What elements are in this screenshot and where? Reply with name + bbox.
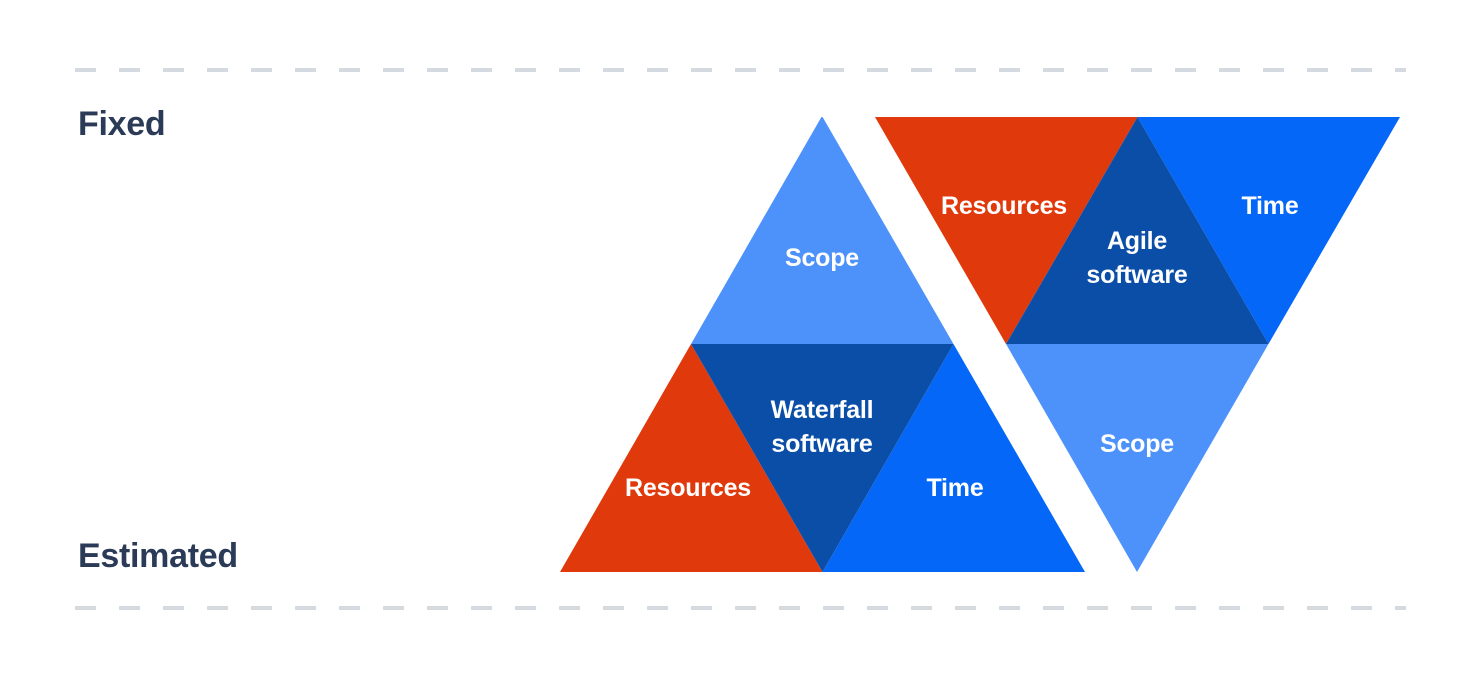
waterfall-label-resources: Resources bbox=[625, 474, 751, 502]
agile-label-center-line2: software bbox=[1086, 261, 1188, 289]
waterfall-label-center-line1: Waterfall bbox=[771, 396, 874, 424]
triangle-waterfall bbox=[560, 116, 1086, 572]
waterfall-label-time: Time bbox=[926, 474, 983, 502]
waterfall-segment-resources[interactable] bbox=[560, 344, 823, 572]
agile-segment-center[interactable] bbox=[1006, 117, 1269, 344]
triangle-agile bbox=[875, 117, 1400, 572]
axis-label-fixed: Fixed bbox=[78, 105, 166, 143]
agile-segment-resources[interactable] bbox=[875, 117, 1138, 344]
waterfall-label-center-line2: software bbox=[771, 430, 873, 458]
waterfall-segment-center[interactable] bbox=[691, 344, 954, 572]
agile-label-resources: Resources bbox=[941, 192, 1067, 220]
agile-label-time: Time bbox=[1241, 192, 1298, 220]
waterfall-segment-time[interactable] bbox=[822, 344, 1086, 572]
waterfall-segment-scope[interactable] bbox=[691, 116, 954, 344]
agile-label-center-line1: Agile bbox=[1107, 227, 1167, 255]
axis-label-estimated: Estimated bbox=[78, 537, 238, 575]
agile-segment-time[interactable] bbox=[1137, 117, 1401, 344]
waterfall-label-scope: Scope bbox=[785, 244, 859, 272]
agile-label-scope: Scope bbox=[1100, 430, 1174, 458]
agile-segment-scope[interactable] bbox=[1006, 344, 1269, 572]
